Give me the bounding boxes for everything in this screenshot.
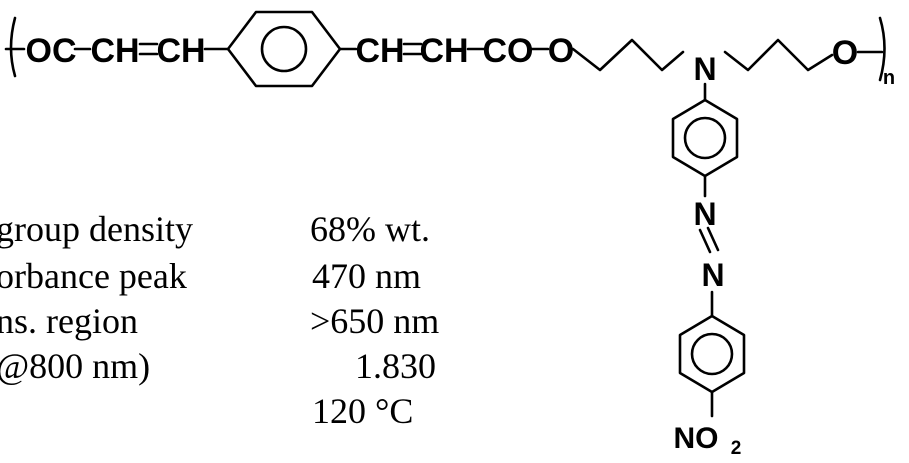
azo-n-label: N xyxy=(693,196,716,232)
property-label: group density xyxy=(0,209,193,249)
property-label: orbance peak xyxy=(0,256,187,296)
atom-label-co: CO xyxy=(483,32,534,70)
property-value: 1.830 xyxy=(355,346,436,386)
property-value: >650 nm xyxy=(310,301,440,341)
benzene-ring xyxy=(678,314,746,394)
nitro-subscript: 2 xyxy=(731,438,742,458)
benzene-ring xyxy=(226,10,342,88)
repeat-bracket-right xyxy=(878,16,886,82)
benzene-ring xyxy=(671,98,739,178)
property-value: 120 °C xyxy=(312,391,414,431)
atom-label-ch: CH xyxy=(90,32,139,70)
nitro-group-label: NO xyxy=(674,422,719,455)
aromatic-circle xyxy=(690,332,734,376)
atom-label-n: N xyxy=(693,51,716,87)
atom-label-ch: CH xyxy=(419,32,468,70)
property-label: ns. region xyxy=(0,301,138,341)
ethylene-chain-left xyxy=(571,38,685,72)
azo-double-bond xyxy=(706,226,720,252)
azo-n-label: N xyxy=(701,257,724,293)
azo-double-bond xyxy=(698,228,712,254)
property-value: 470 nm xyxy=(312,256,422,296)
repeat-subscript-n: n xyxy=(883,67,895,89)
aromatic-circle xyxy=(260,25,308,73)
ethylene-chain-right xyxy=(723,38,834,72)
atom-label-ch: CH xyxy=(355,32,404,70)
atom-label-o: O xyxy=(832,34,858,72)
aromatic-circle xyxy=(683,116,727,160)
property-label: @800 nm) xyxy=(0,346,151,386)
repeat-bracket-left xyxy=(9,16,17,78)
property-value: 68% wt. xyxy=(310,209,430,249)
atom-label-oc: OC xyxy=(26,32,77,70)
atom-label-o: O xyxy=(548,32,574,70)
atom-label-ch: CH xyxy=(156,32,205,70)
